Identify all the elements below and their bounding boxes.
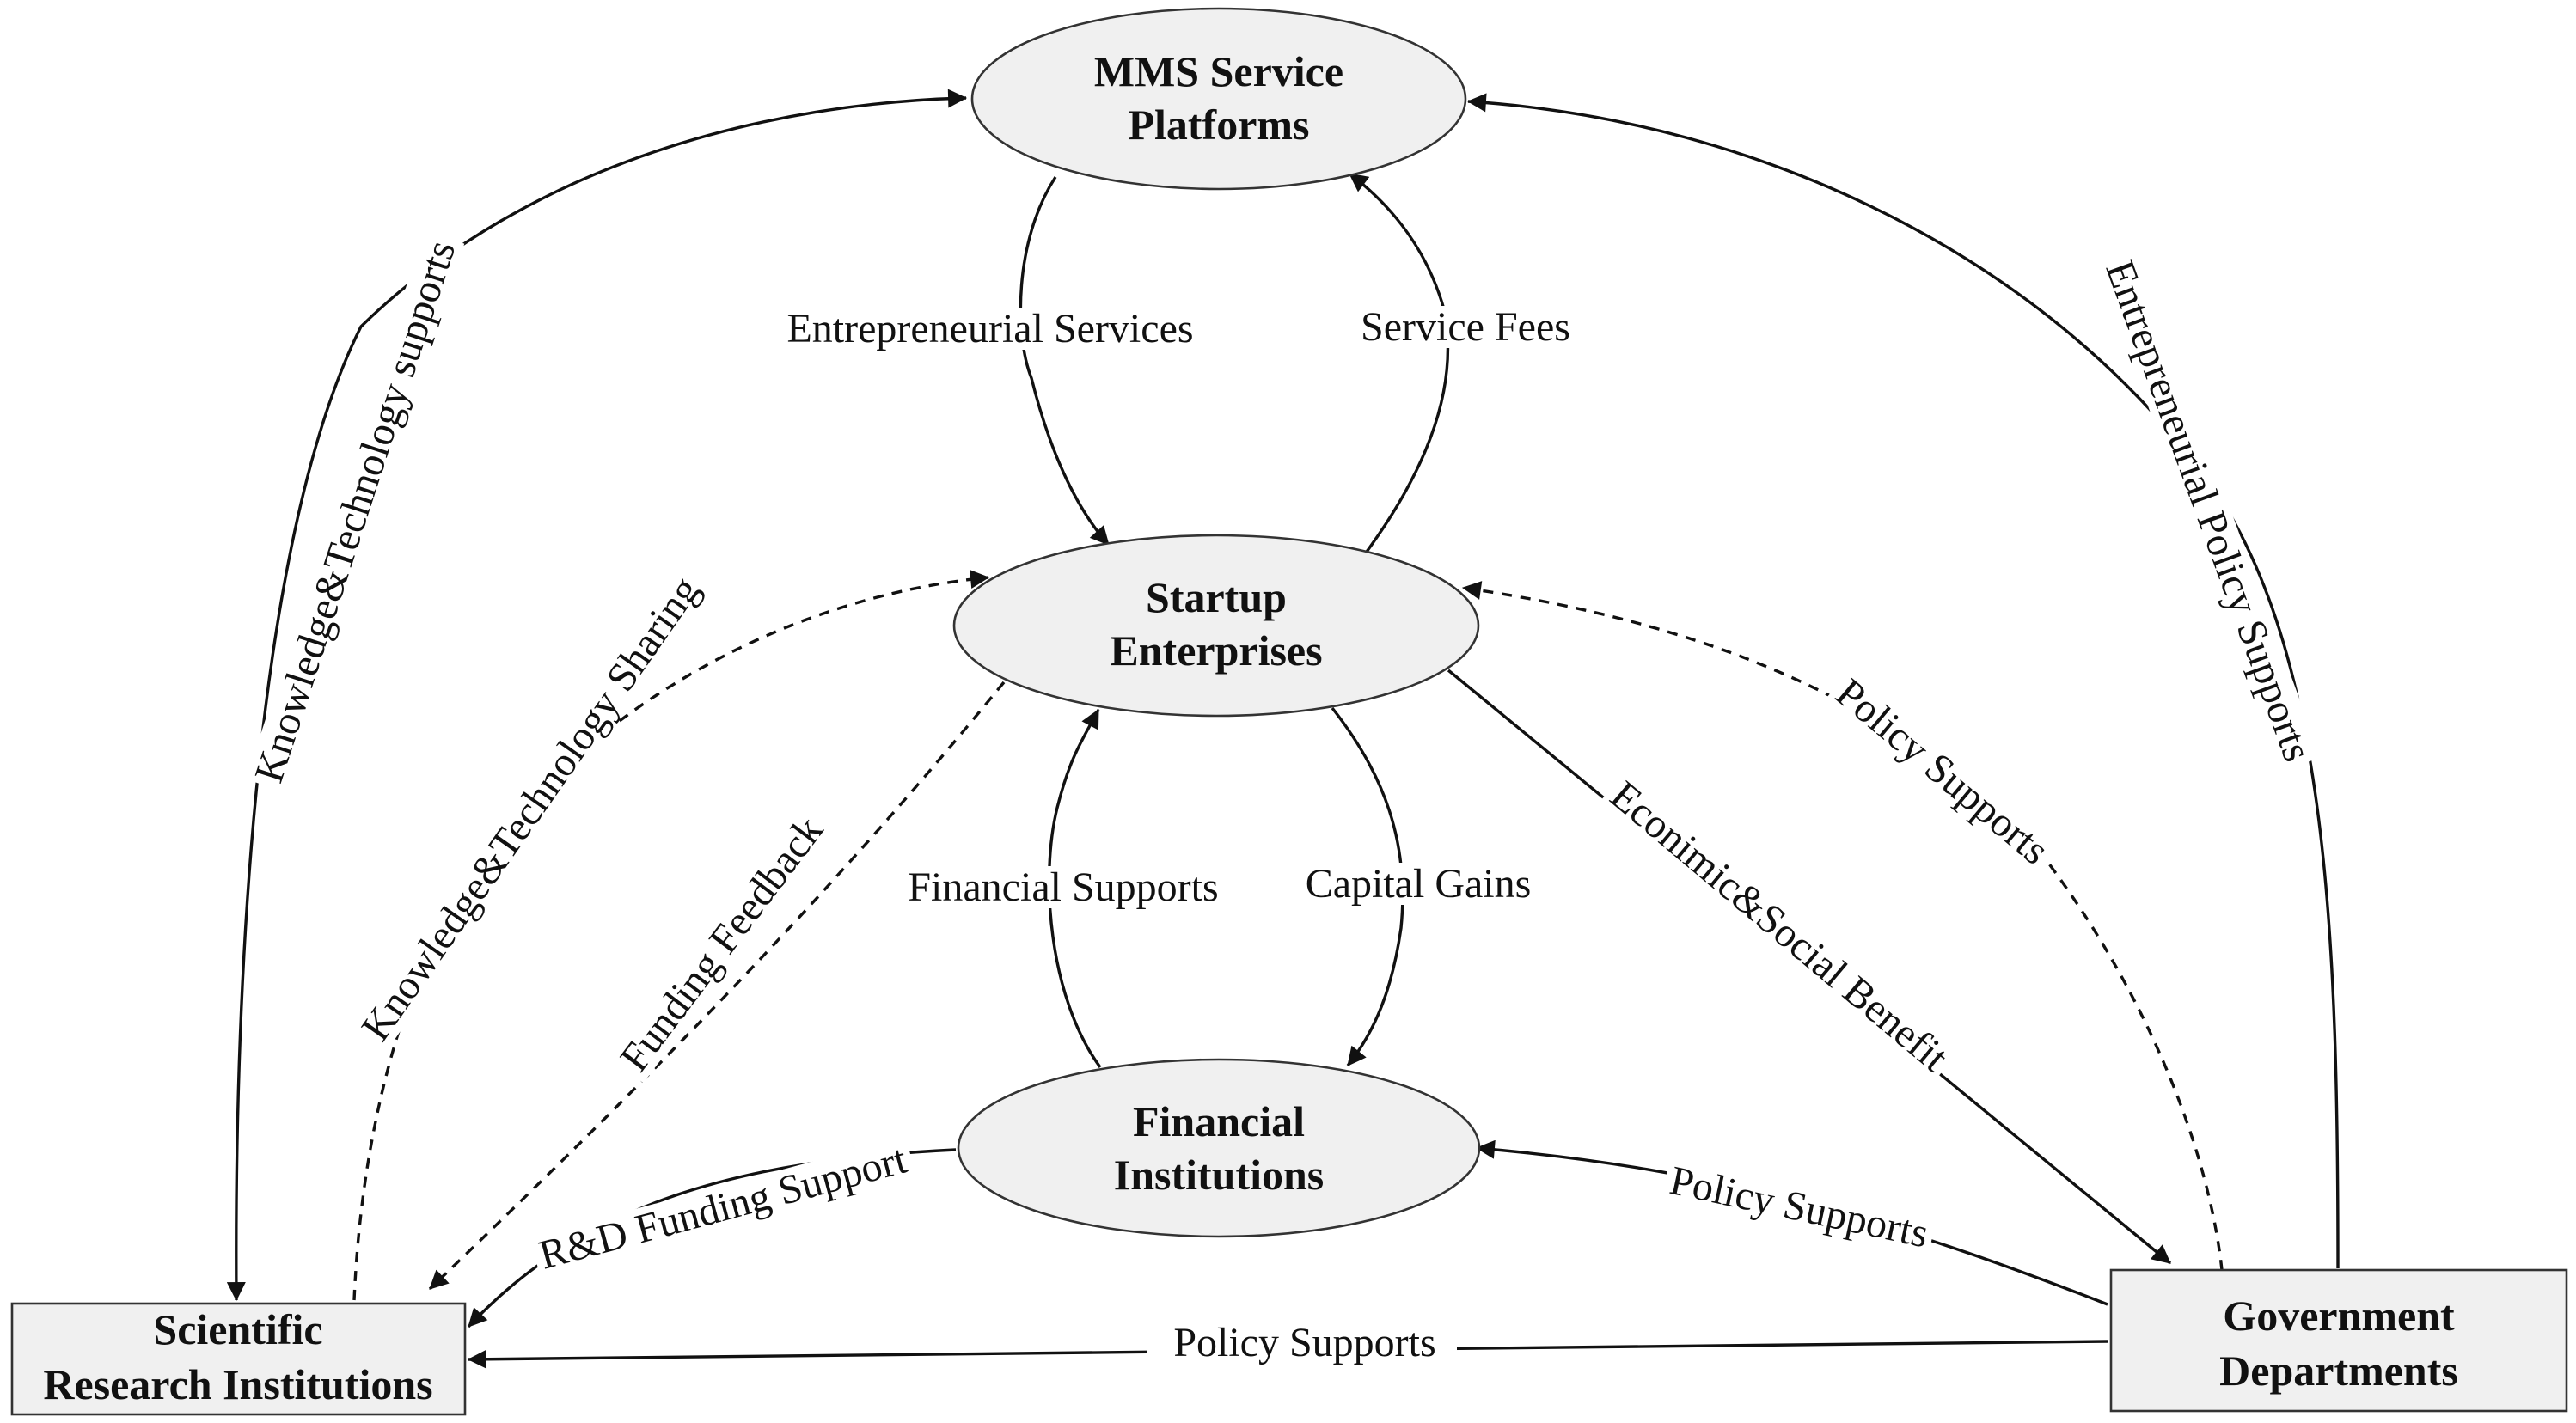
label-entrepreneurial-policy-supports: Entrepreneurial Policy Supports (2096, 254, 2320, 767)
label-policy-supports-financial: Policy Supports (1666, 1157, 1932, 1256)
label-policy-supports-startup: Policy Supports (1827, 670, 2058, 874)
node-scientific-line2: Research Institutions (43, 1360, 432, 1408)
label-bg (1300, 863, 1537, 905)
node-startup-line2: Enterprises (1110, 626, 1322, 675)
edge-knowledge-technology-supports (226, 89, 968, 1302)
label-bg (1661, 1157, 1937, 1256)
label-bg (1824, 668, 2061, 876)
label-service-fees: Service Fees (1361, 304, 1570, 350)
label-financial-supports: Financial Supports (908, 864, 1218, 910)
edge-financial-supports (1047, 709, 1102, 1069)
label-entrepreneurial-services: Entrepreneurial Services (786, 306, 1193, 351)
node-scientific-line1: Scientific (153, 1305, 322, 1353)
edge-entrepreneurial-services (1019, 176, 1111, 547)
label-knowledge-technology-sharing: Knowledge&Technology Sharing (352, 568, 708, 1048)
node-startup-enterprises: Startup Enterprises (952, 534, 1480, 718)
label-knowledge-technology-supports: Knowledge&Technology supports (246, 235, 464, 788)
label-policy-supports-scientific: Policy Supports (1173, 1320, 1435, 1365)
node-government-line2: Departments (2219, 1347, 2458, 1395)
label-bg (246, 230, 465, 792)
label-rd-funding-support: R&D Funding Support (535, 1136, 912, 1278)
node-mms-service-platforms: MMS Service Platforms (970, 7, 1467, 191)
label-bg (1147, 1320, 1457, 1365)
label-bg (1599, 770, 1961, 1084)
label-bg (2096, 250, 2321, 773)
edge-knowledge-technology-sharing (352, 570, 990, 1301)
label-economic-social-benefit: Econimic&Social Benefit (1602, 773, 1957, 1081)
label-bg (351, 565, 711, 1053)
edge-entrepreneurial-policy-supports (1466, 93, 2340, 1269)
label-bg (609, 804, 834, 1084)
label-bg (781, 308, 1199, 350)
node-mms-line1: MMS Service (1094, 47, 1343, 95)
label-bg (903, 866, 1224, 908)
node-startup-line1: Startup (1146, 573, 1287, 621)
node-scientific-research-institutions: Scientific Research Institutions (10, 1302, 467, 1416)
label-bg (1355, 306, 1576, 348)
node-mms-line2: Platforms (1128, 101, 1309, 149)
node-financial-institutions: Financial Institutions (957, 1058, 1481, 1238)
label-bg (529, 1136, 917, 1279)
label-capital-gains: Capital Gains (1306, 861, 1532, 907)
node-government-line1: Government (2223, 1292, 2455, 1340)
label-funding-feedback: Funding Feedback (611, 809, 832, 1080)
edge-funding-feedback (428, 681, 1006, 1291)
edge-capital-gains (1331, 706, 1404, 1067)
node-financial-line2: Institutions (1114, 1151, 1325, 1199)
edge-service-fees (1348, 172, 1450, 553)
node-financial-line1: Financial (1133, 1097, 1305, 1145)
node-government-departments: Government Departments (2109, 1268, 2568, 1413)
